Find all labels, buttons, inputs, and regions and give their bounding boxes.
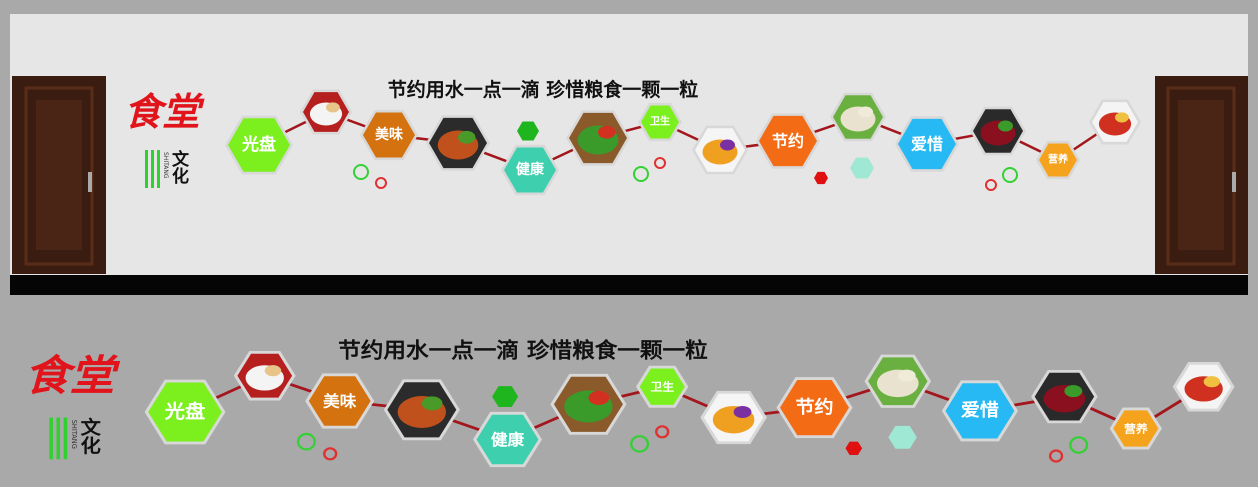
decorative-ring <box>655 425 670 439</box>
hexagon-label: 健康 <box>491 430 525 448</box>
door-left <box>12 76 106 274</box>
hexagon-label: 营养 <box>1124 422 1148 435</box>
decorative-ring <box>654 157 666 169</box>
photo-hexagon-rice <box>864 354 932 408</box>
decorative-ring <box>1069 436 1089 454</box>
small-red-hexagon <box>814 171 828 185</box>
small-green-hexagon <box>517 121 539 141</box>
hexagon-label: 美味 <box>375 126 403 143</box>
label-hexagon: 爱惜 <box>941 380 1019 442</box>
decorative-ring <box>323 447 338 461</box>
photo-hexagon-plate-chopsticks <box>300 89 352 135</box>
small-teal-hexagon <box>888 425 917 449</box>
photo-hexagon-plate-chopsticks <box>233 350 296 401</box>
hexagon-label: 营养 <box>1048 153 1069 166</box>
logo-stripe <box>157 150 160 188</box>
photo-hexagon-vegetable-basket <box>550 373 627 435</box>
logo-stripe <box>56 417 61 460</box>
label-hexagon: 营养 <box>1109 407 1163 450</box>
label-hexagon: 光盘 <box>144 379 226 445</box>
logo-sub-text: 文化 <box>168 149 189 184</box>
photo-hexagon-grilled-food <box>383 379 460 441</box>
photo-hexagon-juice-glasses <box>700 390 767 445</box>
label-hexagon: 营养 <box>1036 140 1080 180</box>
small-red-hexagon <box>845 441 863 456</box>
decorative-ring <box>353 164 369 180</box>
logo-sub-text: 文化 <box>77 417 101 456</box>
wall-baseboard <box>10 275 1248 295</box>
decorative-ring <box>296 432 316 451</box>
label-hexagon: 节约 <box>776 377 853 439</box>
hexagon-label: 光盘 <box>241 134 276 155</box>
hexagon-label: 节约 <box>795 397 833 418</box>
logo-stripe <box>63 417 68 460</box>
hexagon-label: 爱惜 <box>911 135 943 154</box>
decorative-ring <box>633 166 649 182</box>
door-right <box>1155 76 1248 274</box>
logo-main-text: 食堂 <box>124 89 205 134</box>
logo-pinyin: SHITANG <box>70 420 78 449</box>
hexagon-label: 美味 <box>323 392 356 410</box>
slogan-title: 节约用水一点一滴 珍惜粮食一颗一粒 <box>338 339 708 364</box>
label-hexagon: 卫生 <box>636 365 689 408</box>
label-hexagon: 美味 <box>360 109 418 161</box>
photo-hexagon-vegetable-basket <box>566 110 630 166</box>
hexagon-label: 光盘 <box>164 401 205 423</box>
label-hexagon: 节约 <box>756 113 820 169</box>
photo-hexagon-rice <box>830 92 886 142</box>
photo-hexagon-salad-plate <box>1089 99 1141 145</box>
decorative-ring <box>1048 449 1064 463</box>
label-hexagon: 美味 <box>305 373 375 429</box>
logo-pinyin: SHITANG <box>162 152 169 179</box>
small-teal-hexagon <box>850 157 874 179</box>
decorative-ring <box>985 179 997 191</box>
slogan-title: 节约用水一点一滴 珍惜粮食一颗一粒 <box>388 78 699 101</box>
photo-hexagon-grilled-food <box>426 115 490 171</box>
label-hexagon: 健康 <box>472 411 543 468</box>
label-hexagon: 卫生 <box>638 102 682 142</box>
decorative-ring <box>630 435 650 453</box>
label-hexagon: 光盘 <box>225 115 293 175</box>
logo-stripe <box>151 150 154 188</box>
logo-main-text: 食堂 <box>24 352 120 401</box>
hexagon-label: 卫生 <box>650 115 670 128</box>
photo-hexagon-salad-plate <box>1172 361 1235 412</box>
photo-hexagon-meat-dish <box>970 106 1026 156</box>
wall-top-panel <box>10 14 1248 276</box>
label-hexagon: 健康 <box>501 144 559 196</box>
decorative-ring <box>375 177 387 189</box>
logo-stripe <box>145 150 148 188</box>
hexagon-label: 爱惜 <box>961 400 999 421</box>
logo-stripe <box>49 417 53 460</box>
photo-hexagon-juice-glasses <box>692 125 748 175</box>
photo-hexagon-meat-dish <box>1031 369 1098 424</box>
label-hexagon: 爱惜 <box>895 116 959 172</box>
hexagon-label: 健康 <box>516 161 545 178</box>
hexagon-label: 节约 <box>772 132 804 151</box>
decorative-ring <box>1002 167 1018 183</box>
hexagon-label: 卫生 <box>650 380 674 393</box>
small-green-hexagon <box>492 386 519 408</box>
